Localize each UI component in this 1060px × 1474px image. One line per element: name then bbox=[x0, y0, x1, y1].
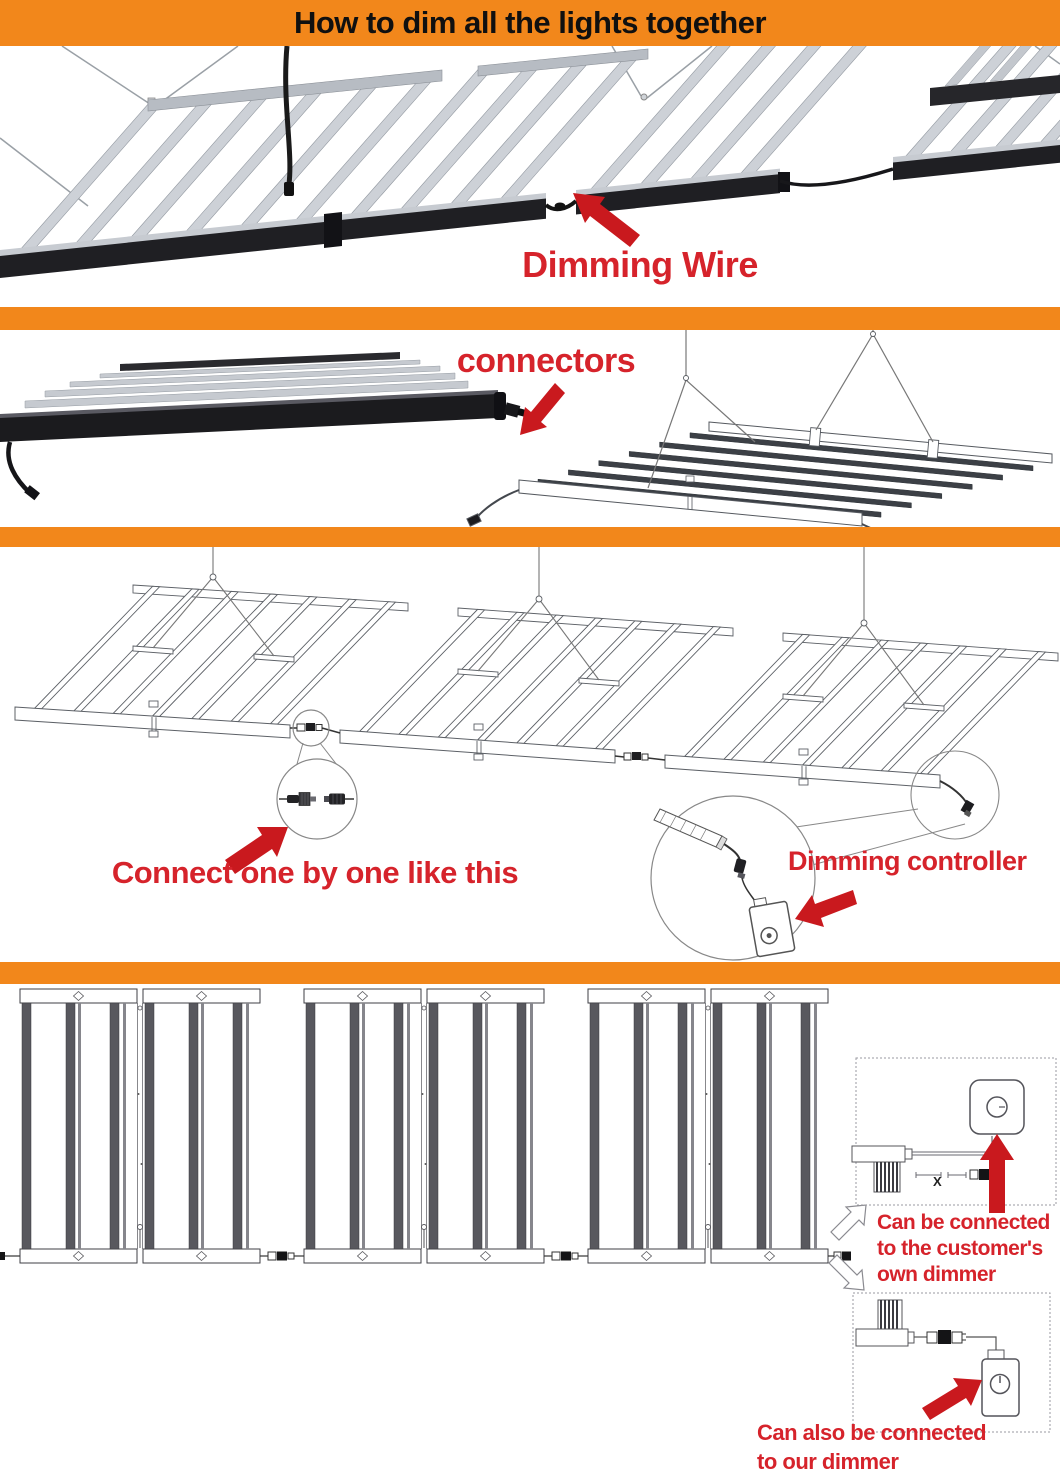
section-daisy-chain bbox=[0, 547, 1060, 962]
front-rail bbox=[518, 479, 863, 527]
grow-light-fixture bbox=[339, 547, 734, 764]
connect-one-by-one-label: Connect one by one like this bbox=[111, 855, 519, 890]
cable-fitting bbox=[640, 93, 648, 101]
light-bars-fixture-3 bbox=[589, 46, 867, 191]
connected-fixtures-illustration bbox=[0, 46, 1060, 278]
red-arrow-icon bbox=[980, 1134, 1014, 1213]
corner-cable bbox=[6, 441, 32, 495]
end-connector bbox=[503, 402, 521, 418]
hanging-cables bbox=[152, 547, 275, 657]
our-dimmer-label: Can also be connected to our dimmer bbox=[757, 1420, 987, 1474]
dimming-controller-box bbox=[748, 897, 796, 958]
hanger-bar bbox=[782, 693, 824, 703]
inline-connector bbox=[544, 1251, 588, 1261]
cable-length-segment bbox=[915, 1172, 967, 1178]
cable-plug bbox=[926, 1331, 938, 1344]
inline-connector bbox=[614, 752, 666, 761]
hanger-plate bbox=[926, 439, 940, 459]
inline-connector bbox=[938, 1330, 951, 1344]
inline-connector bbox=[290, 723, 341, 734]
outline-arrow-up-icon bbox=[830, 1204, 867, 1241]
hanger-bar bbox=[578, 677, 620, 687]
rail-clamp bbox=[685, 475, 695, 483]
knob-icon bbox=[986, 1096, 1008, 1118]
light-bar-edge bbox=[855, 1328, 909, 1347]
connector-plugs-callout bbox=[276, 709, 358, 840]
hanging-cables bbox=[647, 330, 934, 489]
cable-plug bbox=[969, 1169, 979, 1180]
hanger-bar bbox=[253, 653, 295, 663]
knob-icon bbox=[989, 1373, 1011, 1395]
hanging-cables bbox=[802, 547, 925, 706]
grow-light-panel-pair bbox=[20, 989, 260, 1263]
grow-light-panel-pair bbox=[588, 989, 828, 1263]
cable-plug bbox=[979, 1169, 990, 1180]
red-arrow-icon bbox=[573, 193, 640, 247]
red-arrow-icon bbox=[922, 1378, 982, 1420]
orange-divider bbox=[0, 962, 1060, 984]
dimming-controller-label: Dimming controller bbox=[788, 846, 1027, 876]
connectors-illustration bbox=[0, 330, 1053, 527]
distant-bar bbox=[989, 46, 1032, 82]
rail-clamp bbox=[324, 212, 342, 248]
light-bars-fixture-1 bbox=[19, 71, 441, 251]
inline-connector bbox=[0, 1252, 20, 1260]
dimming-controller-callout bbox=[650, 795, 966, 961]
end-connector-callout bbox=[910, 750, 1000, 840]
connectors-label: connectors bbox=[456, 342, 636, 380]
orange-divider bbox=[0, 307, 1060, 330]
dimming-wire-connector bbox=[544, 199, 578, 212]
dimming-wire-label: Dimming Wire bbox=[522, 244, 758, 285]
dashed-callout-box bbox=[855, 1057, 1057, 1206]
header-banner: How to dim all the lights together bbox=[0, 0, 1060, 46]
light-bars-fixture-2 bbox=[349, 49, 646, 216]
light-bar-edge bbox=[851, 1145, 906, 1163]
hanger-bar bbox=[457, 668, 499, 678]
section-connectors bbox=[0, 330, 1060, 527]
customer-dimmer-label: Can be connected to the customer's own d… bbox=[877, 1211, 1050, 1286]
customer-dimmer-callout bbox=[851, 1057, 1057, 1213]
layout-diagram-illustration bbox=[0, 984, 1057, 1433]
page-title: How to dim all the lights together bbox=[293, 5, 767, 40]
hanger-bar bbox=[132, 645, 174, 655]
grow-light-panel-pair bbox=[304, 989, 544, 1263]
cable-plug bbox=[951, 1331, 963, 1344]
lineart-fixture bbox=[466, 330, 1053, 527]
grow-light-fixture bbox=[14, 547, 409, 739]
rendered-fixture-edge-view bbox=[0, 352, 527, 501]
hanging-cables bbox=[477, 547, 600, 681]
cable-plug bbox=[466, 513, 482, 527]
distant-fixture-rail bbox=[930, 75, 1060, 106]
red-arrow-icon bbox=[795, 890, 857, 927]
light-bars-fixture-4 bbox=[904, 46, 1060, 158]
distant-bar bbox=[944, 46, 992, 87]
grow-light-fixture bbox=[664, 547, 1059, 789]
corner-cable bbox=[473, 489, 520, 522]
red-arrow-icon bbox=[520, 383, 565, 435]
hanger-bar bbox=[903, 702, 945, 712]
back-rail-fixture-1 bbox=[147, 69, 443, 112]
inline-connector bbox=[260, 1251, 304, 1261]
corner-cable bbox=[861, 523, 871, 527]
red-arrow-icon bbox=[225, 827, 288, 874]
hanger-plate bbox=[808, 427, 822, 447]
heatsink-fins bbox=[873, 1161, 901, 1193]
outline-arrow-down-icon bbox=[828, 1254, 865, 1291]
cable-plug bbox=[24, 485, 40, 501]
back-rail-fixture-2 bbox=[477, 48, 649, 77]
cable-length-marker: X bbox=[933, 1174, 942, 1189]
power-cord bbox=[283, 46, 293, 185]
section-layout-diagram bbox=[0, 984, 1060, 1474]
orange-divider bbox=[0, 527, 1060, 547]
our-dimmer-callout bbox=[852, 1292, 1051, 1433]
link-cable bbox=[779, 167, 894, 187]
front-rails bbox=[0, 139, 1060, 278]
power-cord-plug bbox=[284, 182, 294, 196]
section-perspective-overview bbox=[0, 46, 1060, 306]
daisy-chain-illustration bbox=[14, 547, 1059, 961]
